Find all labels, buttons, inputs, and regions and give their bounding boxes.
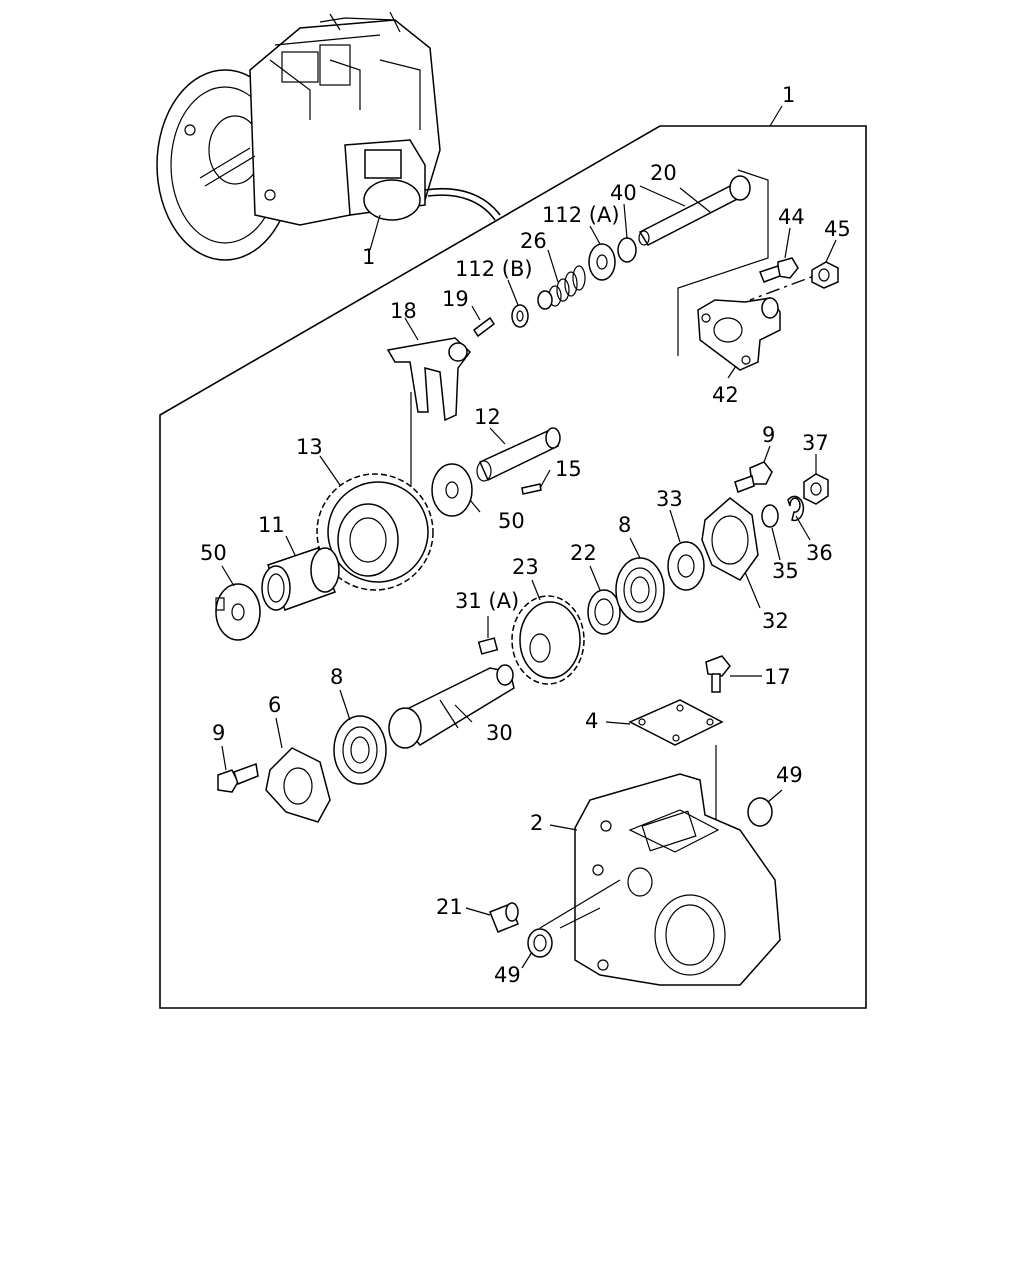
- part-4-cover-plate: [628, 699, 724, 746]
- assembly-frame: [159, 125, 867, 1009]
- callout-22: 22: [570, 541, 597, 565]
- part-40-o-ring: [617, 237, 637, 263]
- callout-42: 42: [712, 383, 739, 407]
- part-112a-seal: [588, 243, 616, 281]
- callout-49-lower: 49: [494, 963, 521, 987]
- callout-8-lower: 8: [330, 665, 343, 689]
- part-50-thrust-washer-top: [431, 463, 473, 517]
- part-8-bearing-lower: [333, 715, 387, 785]
- part-6-cover: [265, 747, 331, 823]
- callout-9-lower: 9: [212, 721, 225, 745]
- part-13-gear: [316, 473, 434, 591]
- part-8-bearing-upper: [615, 557, 665, 623]
- part-50-thrust-washer-bottom: [215, 583, 261, 641]
- part-21-dowel: [489, 902, 519, 933]
- part-11-needle-bearing: [261, 547, 340, 611]
- callout-6: 6: [268, 693, 281, 717]
- callout-2: 2: [530, 811, 543, 835]
- callout-112b: 112 (B): [455, 257, 533, 281]
- callout-31a: 31 (A): [455, 589, 519, 613]
- callout-112a: 112 (A): [542, 203, 620, 227]
- callout-8-upper: 8: [618, 513, 631, 537]
- callout-21: 21: [436, 895, 463, 919]
- callout-11: 11: [258, 513, 285, 537]
- callout-40: 40: [610, 181, 637, 205]
- callout-13: 13: [296, 435, 323, 459]
- part-44-bolt: [759, 257, 799, 283]
- callout-12: 12: [474, 405, 501, 429]
- frame-leader-1: [769, 105, 783, 127]
- part-30-output-shaft: [388, 664, 515, 749]
- part-9-bolt-upper: [734, 461, 773, 493]
- part-35-washer: [761, 504, 779, 528]
- part-20-shift-rod: [638, 175, 751, 246]
- part-12-shaft: [476, 427, 561, 482]
- part-49-plug-upper: [747, 797, 773, 827]
- part-23-gear: [511, 595, 585, 685]
- callout-33: 33: [656, 487, 683, 511]
- callout-49-upper: 49: [776, 763, 803, 787]
- callout-50-bottom: 50: [200, 541, 227, 565]
- part-36-lock-washer: [787, 495, 805, 522]
- callout-30: 30: [486, 721, 513, 745]
- part-22-seal: [587, 589, 621, 635]
- callout-45: 45: [824, 217, 851, 241]
- part-31a-key: [477, 637, 499, 655]
- callout-44: 44: [778, 205, 805, 229]
- part-2-pto-housing: [539, 773, 781, 986]
- part-42-bracket: [697, 297, 781, 371]
- callout-18: 18: [390, 299, 417, 323]
- part-32-cover: [701, 497, 759, 581]
- leader-lines: [221, 187, 837, 969]
- callout-36: 36: [806, 541, 833, 565]
- part-9-bolt-lower: [217, 762, 259, 793]
- callout-20: 20: [650, 161, 677, 185]
- callout-9-upper: 9: [762, 423, 775, 447]
- part-26-spring: [537, 265, 586, 310]
- callout-23: 23: [512, 555, 539, 579]
- part-19-pin: [472, 316, 496, 338]
- part-112b-seal: [511, 304, 529, 328]
- part-49-plug-lower: [527, 928, 553, 958]
- callout-labels: 1 1 20 40 112 (A) 26 112 (B) 19 18 44 45…: [200, 83, 851, 987]
- part-18-shift-fork: [386, 337, 472, 422]
- callout-15: 15: [555, 457, 582, 481]
- transmission-overview: [156, 11, 501, 261]
- part-45-nut: [811, 261, 839, 289]
- callout-19: 19: [442, 287, 469, 311]
- callout-1-top: 1: [782, 83, 795, 107]
- callout-4: 4: [585, 709, 598, 733]
- callout-35: 35: [772, 559, 799, 583]
- callout-26: 26: [520, 229, 547, 253]
- callout-1-side: 1: [362, 245, 375, 269]
- callout-17: 17: [764, 665, 791, 689]
- part-33-oil-seal: [667, 541, 705, 591]
- part-15-pin: [521, 483, 542, 495]
- callout-50-top: 50: [498, 509, 525, 533]
- callout-37: 37: [802, 431, 829, 455]
- callout-32: 32: [762, 609, 789, 633]
- part-37-nut: [803, 473, 829, 505]
- part-17-bolt: [705, 655, 731, 693]
